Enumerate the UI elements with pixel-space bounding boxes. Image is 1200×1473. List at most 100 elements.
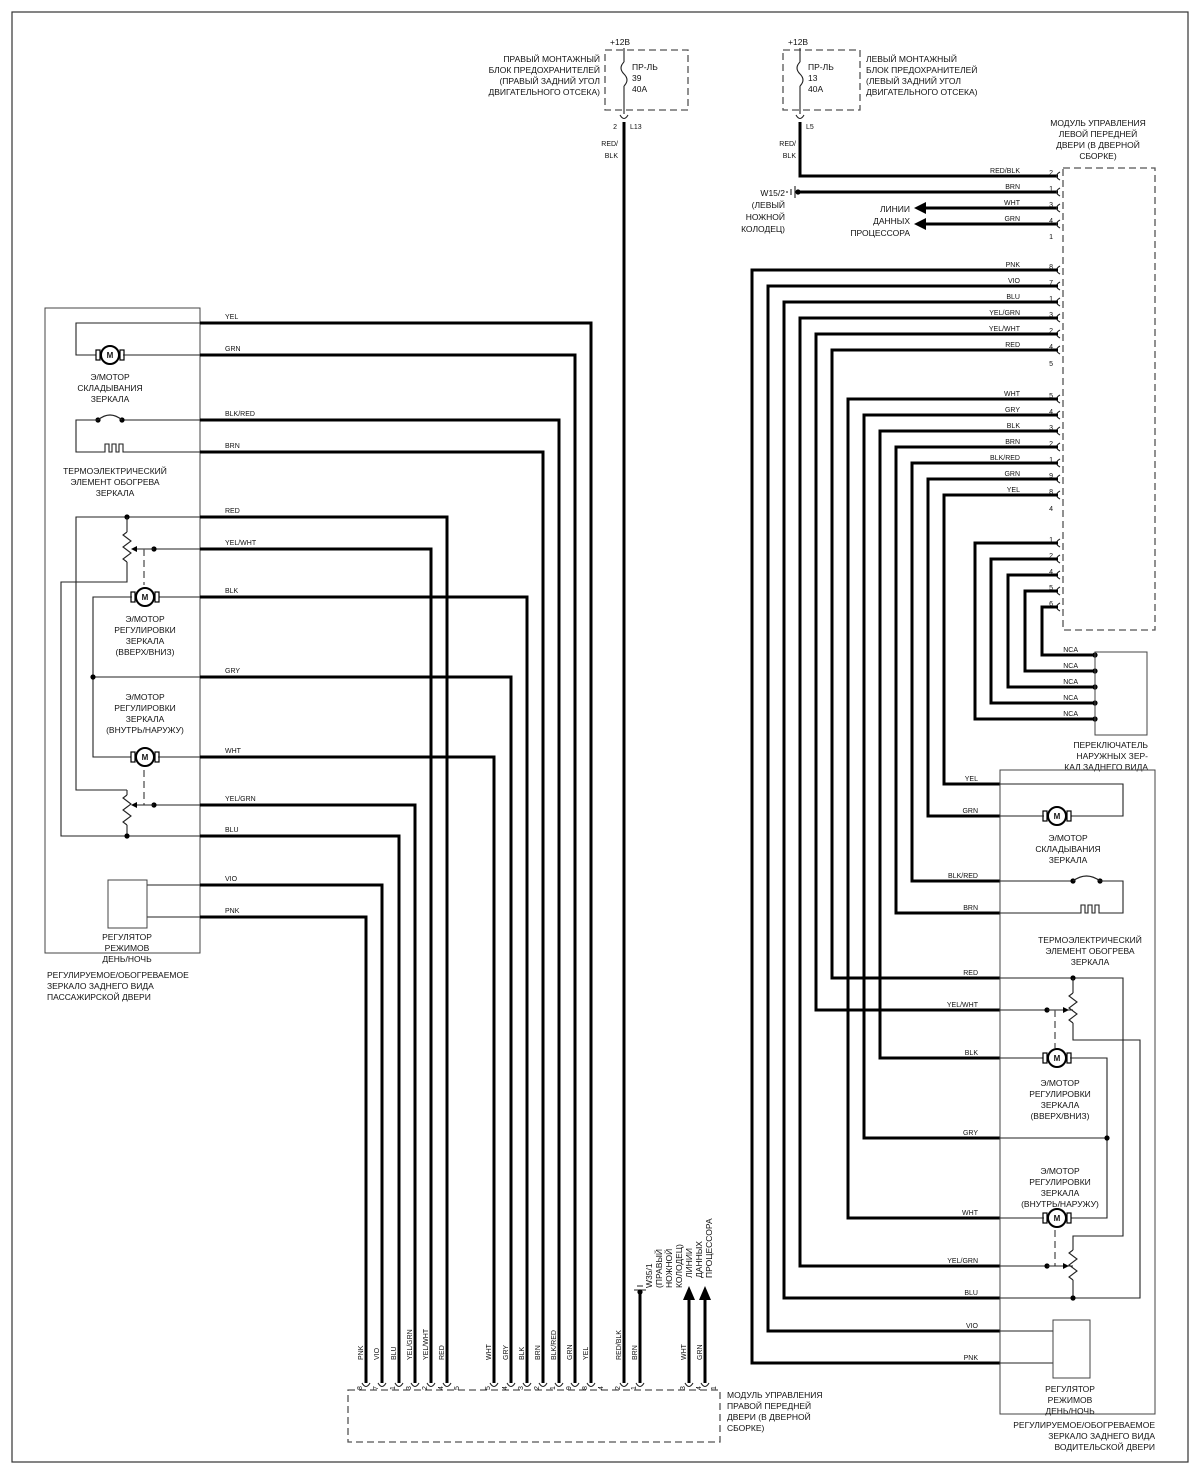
component-label: СКЛАДЫВАНИЯ bbox=[77, 383, 142, 393]
pin-number: 8 bbox=[1049, 489, 1053, 496]
heater-element-icon bbox=[1078, 904, 1102, 914]
component-label: ДЕНЬ/НОЧЬ bbox=[1045, 1406, 1095, 1416]
mirror-caption: ЗЕРКАЛО ЗАДНЕГО ВИДА bbox=[47, 981, 154, 991]
wire-color-label: BLK/RED bbox=[990, 455, 1020, 462]
fuse-block-name: (ПРАВЫЙ ЗАДНИЙ УГОЛ bbox=[499, 75, 600, 86]
connector-pin-icon bbox=[361, 1382, 371, 1388]
connector-pin-icon bbox=[635, 1382, 645, 1388]
wire-to-right-module bbox=[200, 353, 577, 1383]
connector-pin-icon bbox=[570, 1382, 580, 1388]
motor-symbol: M bbox=[142, 753, 149, 762]
wire-color-label: BLU bbox=[391, 1346, 398, 1360]
wire-color-label: BLK bbox=[519, 1346, 526, 1360]
wire-color-label: YEL/WHT bbox=[225, 540, 257, 547]
module-title: ЛЕВОЙ ПЕРЕДНЕЙ bbox=[1059, 128, 1138, 139]
wire bbox=[1000, 1023, 1141, 1299]
data-lines-label: ДАННЫХ bbox=[694, 1241, 704, 1278]
component-label: ЭЛЕМЕНТ ОБОГРЕВА bbox=[1045, 946, 1135, 956]
wiper-arrow-icon bbox=[131, 802, 137, 808]
supply-label: +12В bbox=[788, 37, 808, 47]
wire-color-label: GRY bbox=[225, 668, 240, 675]
mirror-switch-title: НАРУЖНЫХ ЗЕР- bbox=[1076, 751, 1148, 761]
wire bbox=[1100, 880, 1124, 914]
module-title: МОДУЛЬ УПРАВЛЕНИЯ bbox=[1050, 118, 1145, 128]
pin-number: 4 bbox=[438, 1386, 445, 1390]
wire-color-label: YEL bbox=[225, 314, 238, 321]
wire-to-driver-mirror bbox=[910, 461, 1058, 883]
component-label: Э/МОТОР bbox=[90, 372, 130, 382]
wire bbox=[75, 322, 200, 356]
fuse-block-name: БЛОК ПРЕДОХРАНИТЕЛЕЙ bbox=[489, 64, 600, 75]
nca-label: NCA bbox=[1063, 663, 1078, 670]
wiper-arrow-icon bbox=[131, 546, 137, 552]
pin-number: 2 bbox=[1049, 328, 1053, 335]
pin-number: 8 bbox=[357, 1386, 364, 1390]
fold-motor-icon: M bbox=[1042, 806, 1072, 826]
component-label: СКЛАДЫВАНИЯ bbox=[1035, 844, 1100, 854]
component-label: РЕЖИМОВ bbox=[105, 943, 150, 953]
wire-color-label: BLU bbox=[1006, 294, 1020, 301]
wire-color-label: RED/BLK bbox=[616, 1330, 623, 1360]
wiper-arrow-icon bbox=[1063, 1263, 1069, 1269]
pin-number: 2 bbox=[1049, 553, 1053, 560]
wire-color-label: BRN bbox=[535, 1345, 542, 1360]
pin-number: 1 bbox=[631, 1386, 638, 1390]
fuse-spec: ПР-Ль bbox=[632, 62, 658, 72]
wire bbox=[75, 419, 102, 453]
wire bbox=[60, 562, 200, 837]
ground-label: КОЛОДЕЦ) bbox=[674, 1244, 684, 1288]
fuse-block-name: ДВИГАТЕЛЬНОГО ОТСЕКА) bbox=[866, 87, 978, 97]
fuse-block-name: (ЛЕВЫЙ ЗАДНИЙ УГОЛ bbox=[866, 75, 961, 86]
module-title: СБОРКЕ) bbox=[1079, 151, 1117, 161]
wire-color-label: VIO bbox=[374, 1347, 381, 1360]
wire-color-label: WHT bbox=[1004, 391, 1021, 398]
component-label: Э/МОТОР bbox=[1040, 1078, 1080, 1088]
component-label: ЗЕРКАЛА bbox=[126, 636, 165, 646]
wire-color-label: RED bbox=[1005, 342, 1020, 349]
connector-pin-icon bbox=[489, 1382, 499, 1388]
wire-to-mirror-switch bbox=[989, 557, 1095, 705]
wire-to-driver-mirror bbox=[814, 332, 1058, 1012]
fuse-spec: 40А bbox=[632, 84, 647, 94]
data-arrow-icon bbox=[683, 1286, 695, 1300]
pin-number: 1 bbox=[1049, 296, 1053, 303]
wire-color-label: YEL/WHT bbox=[423, 1328, 430, 1360]
mirror-caption: ПАССАЖИРСКОЙ ДВЕРИ bbox=[47, 991, 151, 1002]
wire bbox=[1000, 783, 1124, 817]
connector-pin-icon bbox=[619, 114, 629, 120]
wire-color-label: WHT bbox=[486, 1343, 493, 1360]
data-arrow-icon bbox=[914, 202, 926, 214]
pin-number: 8 bbox=[582, 1386, 589, 1390]
wire-to-right-module bbox=[200, 515, 449, 1383]
fuse-spec: 13 bbox=[808, 73, 818, 83]
ground-label: НОЖНОЙ bbox=[663, 1249, 674, 1288]
pin-number: 1 bbox=[1049, 457, 1053, 464]
wire-to-mirror-switch bbox=[1006, 573, 1095, 689]
wire bbox=[75, 516, 200, 791]
pin-number: 5 bbox=[1049, 585, 1053, 592]
wire-color-label: YEL/WHT bbox=[989, 326, 1021, 333]
nca-label: NCA bbox=[1063, 679, 1078, 686]
module-title: ПРАВОЙ ПЕРЕДНЕЙ bbox=[727, 1400, 811, 1411]
mirror-caption: ЗЕРКАЛО ЗАДНЕГО ВИДА bbox=[1048, 1431, 1155, 1441]
wire-to-driver-mirror bbox=[830, 348, 1058, 980]
pin-number: 9 bbox=[566, 1386, 573, 1390]
component-label: РЕГУЛЯТОР bbox=[1045, 1384, 1095, 1394]
wire-to-driver-mirror bbox=[766, 284, 1058, 1333]
ground-label: КОЛОДЕЦ) bbox=[741, 224, 785, 234]
wire-color-label: GRN bbox=[697, 1344, 704, 1360]
wire-color-label: RED/ bbox=[601, 141, 618, 148]
pin-number: 1 bbox=[1049, 537, 1053, 544]
wire-color-label: YEL/GRN bbox=[989, 310, 1020, 317]
mirror-caption: РЕГУЛИРУЕМОЕ/ОБОГРЕВАЕМОЕ bbox=[1013, 1420, 1155, 1430]
mirror-caption: ВОДИТЕЛЬСКОЙ ДВЕРИ bbox=[1055, 1441, 1155, 1452]
wire-color-label: RED bbox=[963, 970, 978, 977]
connector-id: L13 bbox=[630, 124, 642, 131]
thermal-switch-icon bbox=[97, 414, 123, 421]
data-lines-label: ПРОЦЕССОРА bbox=[704, 1218, 714, 1278]
module-title: СБОРКЕ) bbox=[727, 1423, 765, 1433]
connector-pin-icon bbox=[795, 114, 805, 120]
potentiometer-icon bbox=[122, 531, 132, 563]
connector-pin-icon bbox=[377, 1382, 387, 1388]
